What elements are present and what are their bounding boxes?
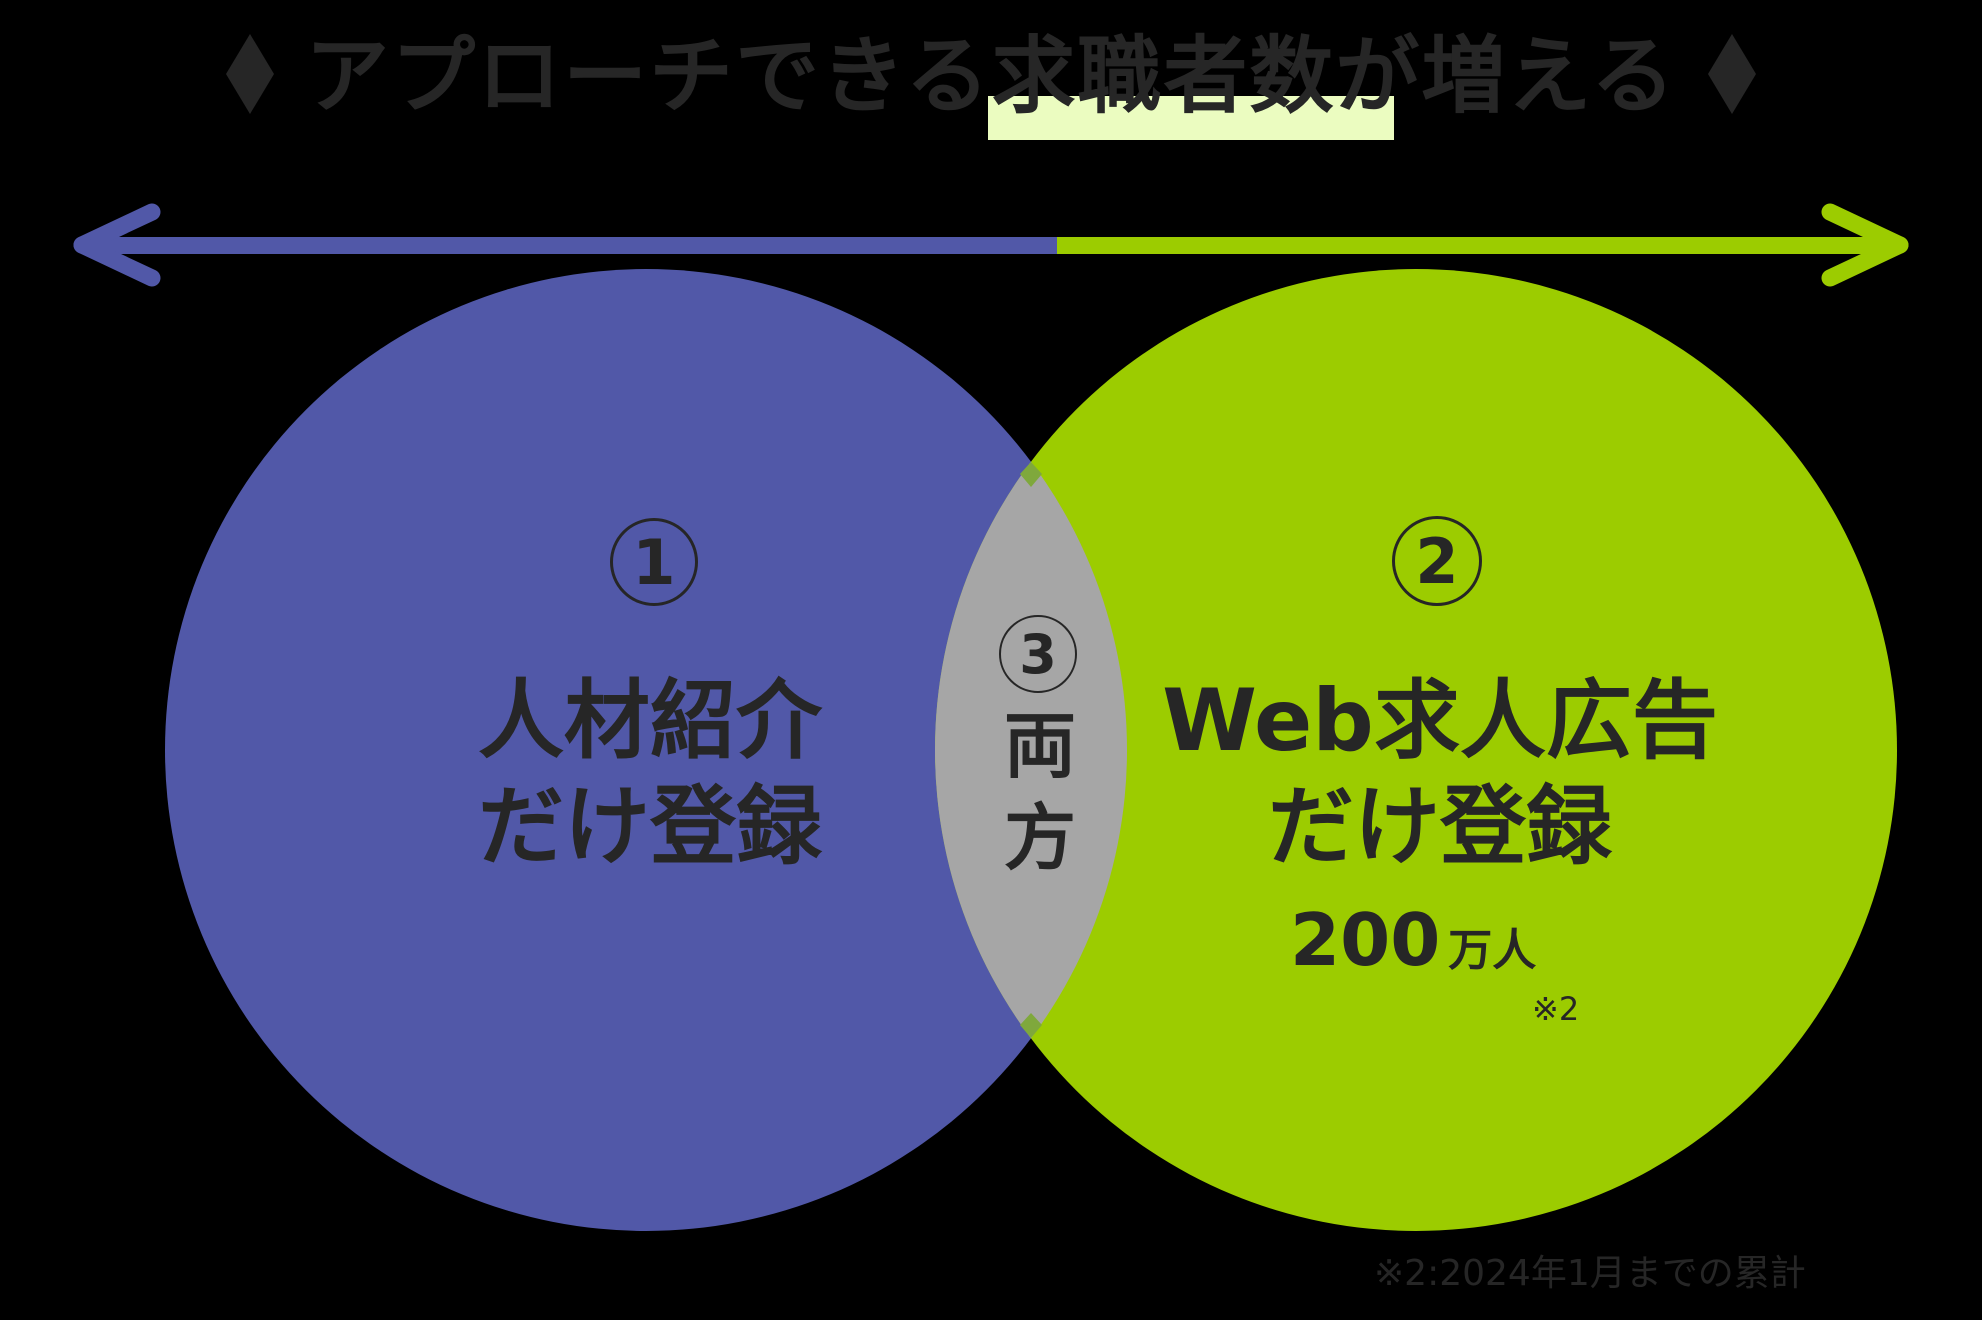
number-2: 2 — [1415, 524, 1459, 598]
arrow-right-icon — [1821, 203, 1909, 287]
overlap-label-line1: 両 — [1003, 704, 1076, 788]
count-value: 200 — [1290, 898, 1441, 982]
left-circle-label: 人材紹介 だけ登録 — [420, 668, 880, 880]
left-circle — [165, 269, 1127, 1231]
number-badge-1: 1 — [610, 518, 698, 606]
right-circle — [935, 269, 1897, 1231]
footnote: ※2:2024年1月までの累計 — [1374, 1253, 1806, 1294]
number-3: 3 — [1019, 622, 1057, 686]
number-badge-3: 3 — [999, 615, 1077, 693]
number-badge-2: 2 — [1392, 516, 1482, 606]
arrow-line-left — [92, 237, 1057, 254]
left-label-line2: だけ登録 — [478, 777, 822, 877]
left-label-line1: 人材紹介 — [478, 671, 822, 771]
right-circle-label: Web求人広告 だけ登録 — [1110, 668, 1770, 880]
right-label-line2: だけ登録 — [1268, 777, 1612, 877]
number-1: 1 — [632, 525, 676, 599]
note-reference: ※2 — [1532, 990, 1580, 1028]
right-label-line1: Web求人広告 — [1162, 671, 1718, 771]
arrow-line-right — [1057, 237, 1892, 254]
overlap-label: 両 方 — [990, 700, 1090, 884]
diamond-icon — [1708, 34, 1757, 115]
arrow-left-icon — [73, 203, 161, 287]
overlap-tip-top — [1020, 462, 1042, 487]
title-area: アプローチできる求職者数が増える — [0, 0, 1982, 140]
diamond-icon — [225, 34, 274, 115]
title-text: アプローチできる求職者数が増える — [305, 27, 1677, 125]
page-title: アプローチできる求職者数が増える — [0, 26, 1982, 126]
overlap-tip-bottom — [1020, 1013, 1042, 1038]
count-unit: 万人 — [1448, 925, 1537, 976]
overlap-label-line2: 方 — [1003, 796, 1076, 880]
title-highlight — [988, 96, 1394, 140]
